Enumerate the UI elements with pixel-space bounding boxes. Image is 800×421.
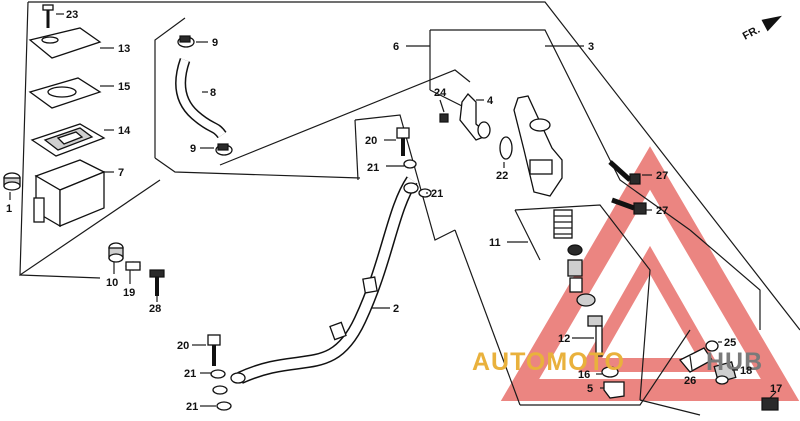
part-label-27-a: 27 [656, 170, 668, 182]
piston-assembly [567, 244, 596, 307]
bolt-27b [611, 197, 647, 215]
bolt-27a [608, 160, 641, 185]
part-label-6: 6 [393, 41, 399, 53]
grommet-1 [3, 172, 21, 191]
reservoir-cap-13 [28, 27, 102, 59]
oil-bolt-20-top [396, 127, 410, 156]
diaphragm-14 [30, 123, 106, 157]
watermark-text-part1: AUTOMOTO [472, 348, 625, 376]
part-label-15: 15 [118, 81, 130, 93]
clip-9-top [177, 35, 195, 48]
hose-8 [175, 58, 227, 139]
collar-19 [125, 261, 141, 271]
part-label-13: 13 [118, 43, 130, 55]
part-label-26: 26 [684, 375, 696, 387]
part-label-18: 18 [740, 365, 752, 377]
part-label-20-bottom: 20 [177, 340, 189, 352]
bolt-28 [149, 269, 165, 296]
part-label-25: 25 [724, 337, 736, 349]
part-label-16: 16 [578, 369, 590, 381]
bolt-23 [42, 4, 54, 28]
plate-15 [28, 77, 102, 109]
bracket-26 [678, 347, 713, 373]
part-label-8: 8 [210, 87, 216, 99]
washer-21-bottom [210, 369, 232, 411]
push-rod-12 [587, 315, 603, 357]
master-cylinder-body [513, 95, 563, 197]
part-label-4: 4 [487, 95, 494, 107]
part-label-24: 24 [434, 87, 447, 99]
oil-bolt-20-bottom [207, 334, 221, 366]
part-label-11: 11 [489, 237, 501, 249]
part-label-5: 5 [587, 383, 593, 395]
clevis-5 [603, 381, 625, 399]
screw-24 [439, 113, 449, 123]
pin-17 [761, 397, 779, 411]
part-label-9-bottom: 9 [190, 143, 196, 155]
part-label-10: 10 [106, 277, 118, 289]
part-label-27-b: 27 [656, 205, 668, 217]
joint-4 [459, 93, 491, 141]
spring-11 [553, 209, 573, 239]
group-outlines [19, 1, 800, 416]
part-label-12: 12 [558, 333, 570, 345]
part-label-1: 1 [6, 203, 12, 215]
part-label-28: 28 [149, 303, 161, 315]
part-label-22: 22 [496, 170, 508, 182]
part-labels: 23 13 15 14 7 1 9 8 9 10 19 28 20 21 21 … [6, 9, 782, 413]
leader-lines [9, 13, 777, 407]
part-label-7: 7 [118, 167, 124, 179]
clip-9-bottom [215, 143, 233, 156]
part-label-19: 19 [123, 287, 135, 299]
nut-16 [601, 366, 619, 378]
part-label-14: 14 [118, 125, 131, 137]
washer-21-top [403, 159, 432, 198]
front-direction-arrow: FR. [741, 15, 782, 43]
part-label-21-c: 21 [184, 368, 196, 380]
nut-25 [705, 340, 719, 352]
part-label-17: 17 [770, 383, 782, 395]
watermark-text: AUTOMOTO HUB [472, 348, 763, 376]
grommet-10 [108, 242, 124, 263]
reservoir-body-7 [33, 159, 106, 228]
part-label-9-top: 9 [212, 37, 218, 49]
o-ring-22 [499, 136, 513, 160]
part-label-3: 3 [588, 41, 594, 53]
arrow-icon [761, 15, 782, 32]
brake-hose-2 [230, 176, 419, 384]
part-label-2: 2 [393, 303, 399, 315]
part-label-20-top: 20 [365, 135, 377, 147]
part-label-23: 23 [66, 9, 78, 21]
joint-18 [713, 361, 737, 385]
part-label-21-b: 21 [431, 188, 443, 200]
part-label-21-a: 21 [367, 162, 379, 174]
direction-label: FR. [741, 24, 762, 43]
part-label-21-d: 21 [186, 401, 198, 413]
watermark-text-part2: HUB [706, 348, 763, 376]
